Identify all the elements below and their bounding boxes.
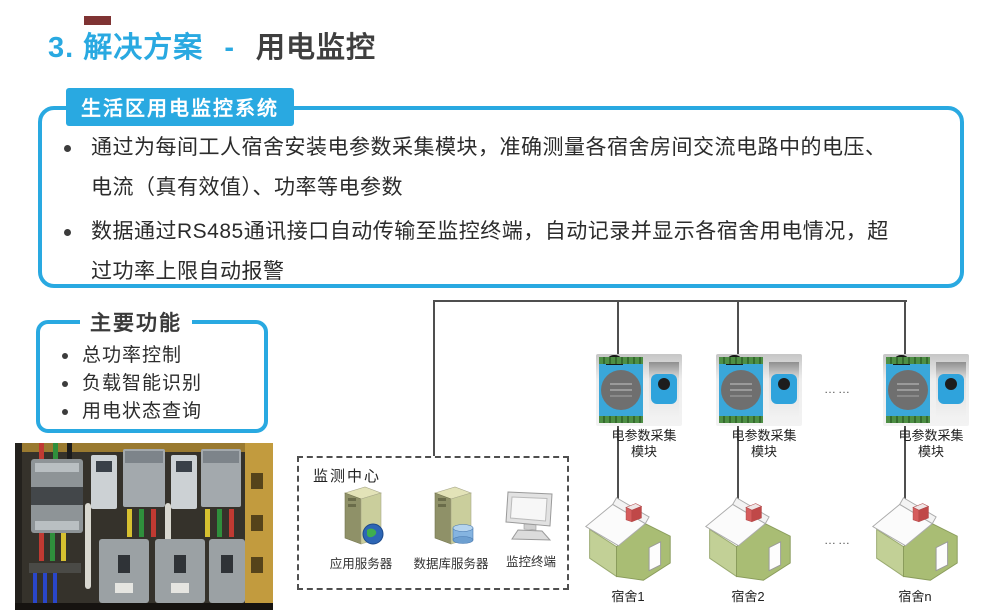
- title-topic: 用电监控: [256, 32, 377, 64]
- electrical-panel-graphic: [15, 443, 273, 610]
- acquisition-module-device: [599, 355, 643, 423]
- acquisition-module-device: [886, 355, 930, 423]
- module-label: 电参数采集 模块: [588, 428, 700, 460]
- module-label-disc: [888, 370, 928, 410]
- module-label-disc: [721, 370, 761, 410]
- acquisition-module-device: [719, 355, 763, 423]
- current-transformer: [936, 362, 966, 418]
- current-transformer: [769, 362, 799, 418]
- feature-item: 总功率控制: [56, 342, 264, 370]
- bullet-text-line: 通过为每间工人宿舍安装电参数采集模块，准确测量各宿舍房间交流电路中的电压、: [91, 136, 887, 159]
- module-label-disc: [601, 370, 641, 410]
- title-separator: -: [224, 32, 235, 64]
- module-label-line1: 电参数采集: [611, 428, 677, 443]
- power-module-photo: [883, 354, 969, 426]
- terminal-strip: [886, 416, 930, 423]
- bullet-dot-icon: [62, 353, 68, 359]
- server-label: 监控终端: [505, 555, 556, 569]
- bullet-dot-icon: [64, 145, 71, 152]
- ct-body: [938, 374, 964, 404]
- terminal-strip: [719, 416, 763, 423]
- bullet-dot-icon: [62, 381, 68, 387]
- electrical-panel-photo: [15, 443, 273, 610]
- house-icon: [696, 492, 800, 591]
- link-line-house-n: [904, 426, 906, 508]
- bullet-item: 通过为每间工人宿舍安装电参数采集模块，准确测量各宿舍房间交流电路中的电压、 电流…: [64, 128, 944, 208]
- house-label: 宿舍2: [731, 589, 765, 604]
- ct-hole: [945, 378, 957, 390]
- ellipsis-houses: ……: [824, 533, 852, 547]
- house-icon: [576, 492, 680, 591]
- feature-box: 主要功能 总功率控制 负载智能识别 用电状态查询: [36, 307, 268, 433]
- info-box-tab: 生活区用电监控系统: [66, 88, 294, 126]
- feature-item-label: 负载智能识别: [82, 373, 203, 394]
- crt-monitor-icon: [505, 491, 553, 541]
- bullet-text-line: 过功率上限自动报警: [91, 260, 285, 283]
- power-module-photo: [716, 354, 802, 426]
- ct-body: [651, 374, 677, 404]
- feature-item: 负载智能识别: [56, 370, 264, 398]
- drop-line-module-2: [737, 301, 739, 355]
- terminal-strip: [886, 357, 930, 364]
- house-icon: [863, 492, 967, 591]
- feature-item-label: 总功率控制: [82, 345, 183, 366]
- link-line-house-2: [737, 426, 739, 508]
- house-label: 宿舍1: [611, 589, 645, 604]
- module-label: 电参数采集 模块: [708, 428, 820, 460]
- application-server: 应用服务器: [319, 484, 403, 572]
- bullet-dot-icon: [64, 229, 71, 236]
- bullet-list: 通过为每间工人宿舍安装电参数采集模块，准确测量各宿舍房间交流电路中的电压、 电流…: [64, 128, 944, 296]
- bullet-text-line: 电流（真有效值）、功率等电参数: [91, 176, 403, 199]
- server-tower-with-database-icon: [434, 486, 474, 545]
- bus-line: [433, 300, 907, 302]
- monitoring-center-box: 监测中心 应用服务器: [297, 456, 569, 590]
- module-label-line1: 电参数采集: [898, 428, 964, 443]
- feature-item: 用电状态查询: [56, 398, 264, 426]
- page-title: 3. 解决方案 - 用电监控: [48, 24, 376, 66]
- server-label: 数据库服务器: [413, 557, 489, 571]
- terminal-strip: [599, 416, 643, 423]
- drop-line-monitoring-center: [433, 300, 435, 456]
- module-label-line2: 模块: [917, 444, 944, 459]
- monitoring-center-label: 监测中心: [313, 468, 382, 485]
- link-line-house-1: [617, 426, 619, 508]
- module-label: 电参数采集 模块: [875, 428, 987, 460]
- monitoring-terminal: 监控终端: [499, 488, 563, 570]
- database-server: 数据库服务器: [403, 484, 499, 572]
- current-transformer: [649, 362, 679, 418]
- feature-box-title: 主要功能: [80, 307, 192, 337]
- house-label: 宿舍n: [898, 589, 932, 604]
- power-module-photo: [596, 354, 682, 426]
- ct-body: [771, 374, 797, 404]
- drop-line-module-1: [617, 301, 619, 355]
- info-box: [38, 106, 964, 288]
- module-label-line1: 电参数采集: [731, 428, 797, 443]
- module-label-line2: 模块: [630, 444, 657, 459]
- drop-line-module-n: [904, 301, 906, 355]
- title-section-number: 3. 解决方案: [48, 32, 204, 64]
- terminal-strip: [719, 357, 763, 364]
- bullet-dot-icon: [62, 409, 68, 415]
- module-label-line2: 模块: [750, 444, 777, 459]
- red-artifact-mark: [84, 16, 111, 25]
- bullet-text-line: 数据通过RS485通讯接口自动传输至监控终端，自动记录并显示各宿舍用电情况，超: [91, 220, 889, 243]
- bullet-item: 数据通过RS485通讯接口自动传输至监控终端，自动记录并显示各宿舍用电情况，超 …: [64, 212, 944, 292]
- server-tower-with-globe-icon: [344, 486, 384, 545]
- ct-hole: [658, 378, 670, 390]
- ct-hole: [778, 378, 790, 390]
- feature-item-label: 用电状态查询: [82, 401, 203, 422]
- ellipsis-modules: ……: [824, 382, 852, 396]
- server-label: 应用服务器: [329, 557, 393, 571]
- terminal-strip: [599, 357, 643, 364]
